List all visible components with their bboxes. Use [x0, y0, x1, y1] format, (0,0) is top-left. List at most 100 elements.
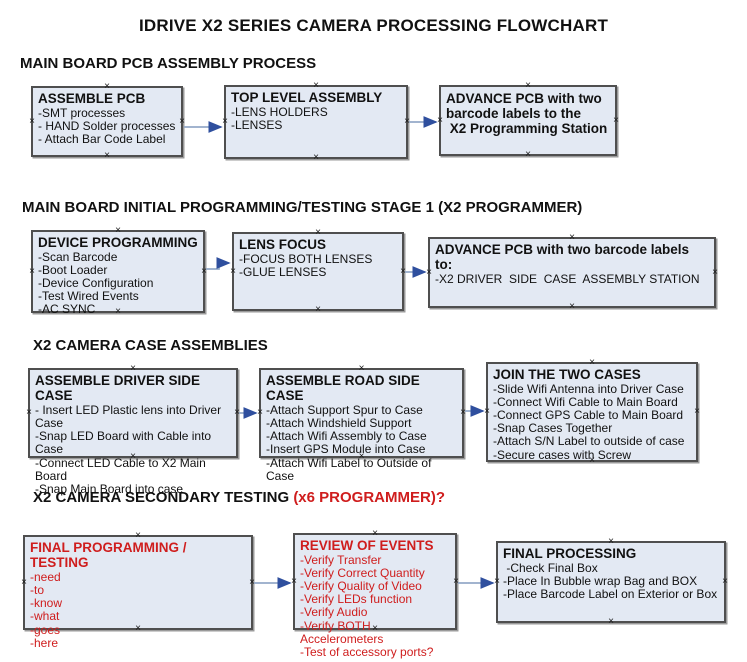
flow-box-title: ASSEMBLE PCB [38, 91, 146, 106]
connection-handle-icon: × [404, 116, 410, 127]
flow-step-text: -know [30, 596, 63, 611]
flow-step-text: -Attach S/N Label to outside of case [493, 434, 685, 449]
flow-step-text: -Verify BOTH Accelerometers [300, 618, 384, 646]
flow-box-title: LENS FOCUS [239, 237, 327, 252]
flow-box-title: REVIEW OF EVENTS [300, 538, 434, 553]
connection-handle-icon: × [712, 266, 718, 278]
connection-handle-icon: × [437, 114, 443, 126]
flow-step-text: -Secure cases with Screw [493, 447, 632, 462]
connection-handle-icon: × [291, 575, 297, 587]
flow-step-text: -Test Wired Events [38, 289, 139, 304]
connection-handle-icon: × [230, 265, 236, 277]
section-heading-case-assemblies: X2 CAMERA CASE ASSEMBLIES [33, 337, 268, 354]
connection-handle-icon: × [525, 80, 531, 91]
connection-handle-icon: × [222, 116, 228, 127]
flow-step-text: -Connect GPS Cable to Main Board [493, 408, 684, 423]
connection-handle-icon: × [525, 149, 531, 160]
flow-step-text: -Connect Wifi Cable to Main Board [493, 395, 678, 410]
flow-step-text: -goes [30, 622, 61, 637]
connection-handle-icon: × [453, 575, 459, 587]
flow-step-text: -Test of accessory ports? [300, 644, 434, 659]
flow-step-text: -SMT processes [38, 106, 126, 121]
flow-box-steps: -need-to-know-what-goes-here [30, 571, 247, 650]
section-heading-secondary-testing: X2 CAMERA SECONDARY TESTING (x6 PROGRAMM… [33, 489, 445, 506]
flow-step-text: -Attach Support Spur to Case [266, 403, 423, 418]
flow-box-assemble-pcb[interactable]: ASSEMBLE PCB -SMT processes- HAND Solder… [29, 82, 185, 161]
flow-box-title: JOIN THE TWO CASES [493, 367, 641, 382]
flow-step-text: -Boot Loader [38, 263, 108, 278]
flow-step-text: -Snap Main Board into case [35, 481, 184, 496]
flow-box-title: ASSEMBLE ROAD SIDE CASE [266, 373, 424, 404]
connector-arrow [206, 257, 231, 270]
flow-step-text: ADVANCE PCB with two [446, 91, 602, 106]
connection-handle-icon: × [29, 115, 35, 127]
section-heading-initial-programming: MAIN BOARD INITIAL PROGRAMMING/TESTING S… [22, 199, 583, 216]
connection-handle-icon: × [179, 115, 185, 127]
connection-handle-icon: × [460, 407, 466, 418]
flow-box-review-of-events[interactable]: REVIEW OF EVENTS -Verify Transfer-Verify… [291, 529, 459, 659]
flow-box-title: DEVICE PROGRAMMING [38, 235, 198, 250]
flow-step-text: -Connect LED Cable to X2 Main Board [35, 455, 210, 483]
flow-step-text: -X2 DRIVER SIDE CASE ASSEMBLY STATION [435, 272, 700, 287]
flow-step-text: barcode labels to the [446, 106, 582, 122]
connection-handle-icon: × [104, 150, 110, 161]
flow-step-text: -Snap Cases Together [493, 421, 613, 436]
connection-handle-icon: × [201, 265, 207, 277]
flow-step-text: -Verify Audio [300, 605, 368, 620]
flow-step-text: -what [30, 609, 60, 624]
flow-box-title: ADVANCE PCB with two barcode labels to: [435, 242, 693, 273]
flow-box-lens-focus[interactable]: LENS FOCUS -FOCUS BOTH LENSES-GLUE LENSE… [230, 228, 406, 315]
flow-step-text: -Snap LED Board with Cable into Case [35, 429, 215, 457]
flow-box-title: ASSEMBLE DRIVER SIDE CASE [35, 373, 204, 404]
flow-box-steps: -Scan Barcode-Boot Loader-Device Configu… [38, 251, 199, 316]
flow-box-title: FINAL PROCESSING [503, 546, 637, 561]
connection-handle-icon: × [234, 407, 240, 418]
flow-box-steps: -Slide Wifi Antenna into Driver Case-Con… [493, 382, 692, 462]
flow-step-text: -Attach Wifi Label to Outside of Case [266, 455, 435, 483]
flow-box-top-level-assembly[interactable]: TOP LEVEL ASSEMBLY -LENS HOLDERS-LENSES … [222, 81, 410, 163]
connection-handle-icon: × [400, 265, 406, 277]
flow-box-steps: -Verify Transfer-Verify Correct Quantity… [300, 554, 451, 659]
flow-box-final-programming-testing[interactable]: FINAL PROGRAMMING / TESTING -need-to-kno… [21, 531, 255, 650]
flow-step-text: -Attach Windshield Support [266, 416, 412, 431]
flow-box-join-the-two-cases[interactable]: JOIN THE TWO CASES -Slide Wifi Antenna i… [484, 358, 700, 466]
flow-step-text: -Insert GPS Module into Case [266, 442, 426, 457]
flow-step-text: - Attach Bar Code Label [38, 132, 166, 147]
flow-box-steps: -SMT processes- HAND Solder processes- A… [38, 107, 177, 146]
flow-box-steps: -LENS HOLDERS-LENSES [231, 106, 402, 132]
flow-box-steps: -Attach Support Spur to Case-Attach Wind… [266, 403, 458, 483]
flow-step-text: -Device Configuration [38, 276, 154, 291]
flow-box-steps: -Check Final Box-Place In Bubble wrap Ba… [503, 562, 720, 601]
flow-step-text: -GLUE LENSES [239, 265, 327, 280]
flow-box-advance-pcb-driver-side[interactable]: ADVANCE PCB with two barcode labels to: … [426, 233, 718, 312]
connection-handle-icon: × [694, 406, 700, 417]
flow-box-assemble-driver-side-case[interactable]: ASSEMBLE DRIVER SIDE CASE - Insert LED P… [26, 364, 240, 496]
flow-box-final-processing[interactable]: FINAL PROCESSING -Check Final Box-Place … [494, 537, 728, 627]
flow-box-assemble-road-side-case[interactable]: ASSEMBLE ROAD SIDE CASE -Attach Support … [257, 364, 466, 483]
flow-step-text: -LENSES [231, 118, 283, 133]
flow-step-text: -Attach Wifi Assembly to Case [266, 429, 427, 444]
section-heading-red-part: (x6 PROGRAMMER)? [293, 489, 445, 506]
connection-handle-icon: × [29, 265, 35, 277]
flow-step-text: -to [30, 583, 45, 598]
flow-box-device-programming[interactable]: DEVICE PROGRAMMING -Scan Barcode-Boot Lo… [29, 226, 207, 317]
connection-handle-icon: × [569, 301, 575, 312]
flow-step-text: -FOCUS BOTH LENSES [239, 252, 373, 267]
connection-handle-icon: × [249, 576, 255, 588]
flow-step-text: -Verify Correct Quantity [300, 566, 425, 581]
connection-handle-icon: × [257, 407, 263, 418]
flow-step-text: -Check Final Box [503, 561, 598, 576]
flow-step-text: -Scan Barcode [38, 250, 118, 265]
connection-handle-icon: × [313, 152, 319, 163]
connection-handle-icon: × [315, 304, 321, 315]
flow-step-text: -LENS HOLDERS [231, 105, 328, 120]
flow-step-text: -Place In Bubble wrap Bag and BOX [503, 574, 698, 589]
page-title: IDRIVE X2 SERIES CAMERA PROCESSING FLOWC… [138, 16, 609, 35]
flow-box-title: FINAL PROGRAMMING / TESTING [30, 540, 191, 571]
flow-step-text: -AC SYNC [38, 302, 96, 317]
flow-box-steps: -X2 DRIVER SIDE CASE ASSEMBLY STATION [435, 273, 710, 286]
flow-step-text: -Slide Wifi Antenna into Driver Case [493, 382, 684, 397]
flow-step-text: -Verify Quality of Video [300, 579, 422, 594]
